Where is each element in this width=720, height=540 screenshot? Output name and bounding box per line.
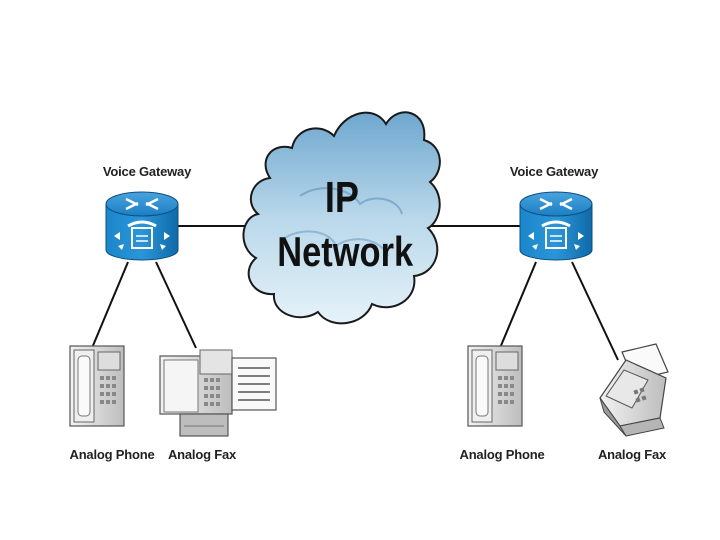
right-gateway-label: Voice Gateway [510,164,599,179]
right-fax-label: Analog Fax [598,447,667,462]
link-right-gateway-fax [571,261,619,361]
router-icon [105,191,179,261]
cloud-title-line2: Network [277,229,413,276]
cloud-icon [242,111,441,325]
link-left-gateway-phone [91,261,129,349]
fax-icon [599,343,669,437]
link-right-gateway-phone [499,261,537,349]
cloud-title-line1: IP [325,173,359,222]
left-fax-label: Analog Fax [168,447,237,462]
left-analog-phone: Analog Phone [69,345,155,462]
left-analog-fax: Analog Fax [159,349,277,462]
link-left-gateway-fax [155,261,197,349]
phone-icon [467,345,523,427]
router-icon [519,191,593,261]
right-analog-phone: Analog Phone [460,345,545,462]
fax-icon [159,349,277,437]
right-voice-gateway: Voice Gateway [510,164,599,261]
ip-network-cloud: IP Network [242,111,441,325]
left-voice-gateway: Voice Gateway [103,164,192,261]
left-gateway-label: Voice Gateway [103,164,192,179]
right-phone-label: Analog Phone [460,447,545,462]
right-analog-fax: Analog Fax [598,343,669,462]
left-phone-label: Analog Phone [70,447,155,462]
phone-icon [69,345,125,427]
connections [91,225,619,361]
